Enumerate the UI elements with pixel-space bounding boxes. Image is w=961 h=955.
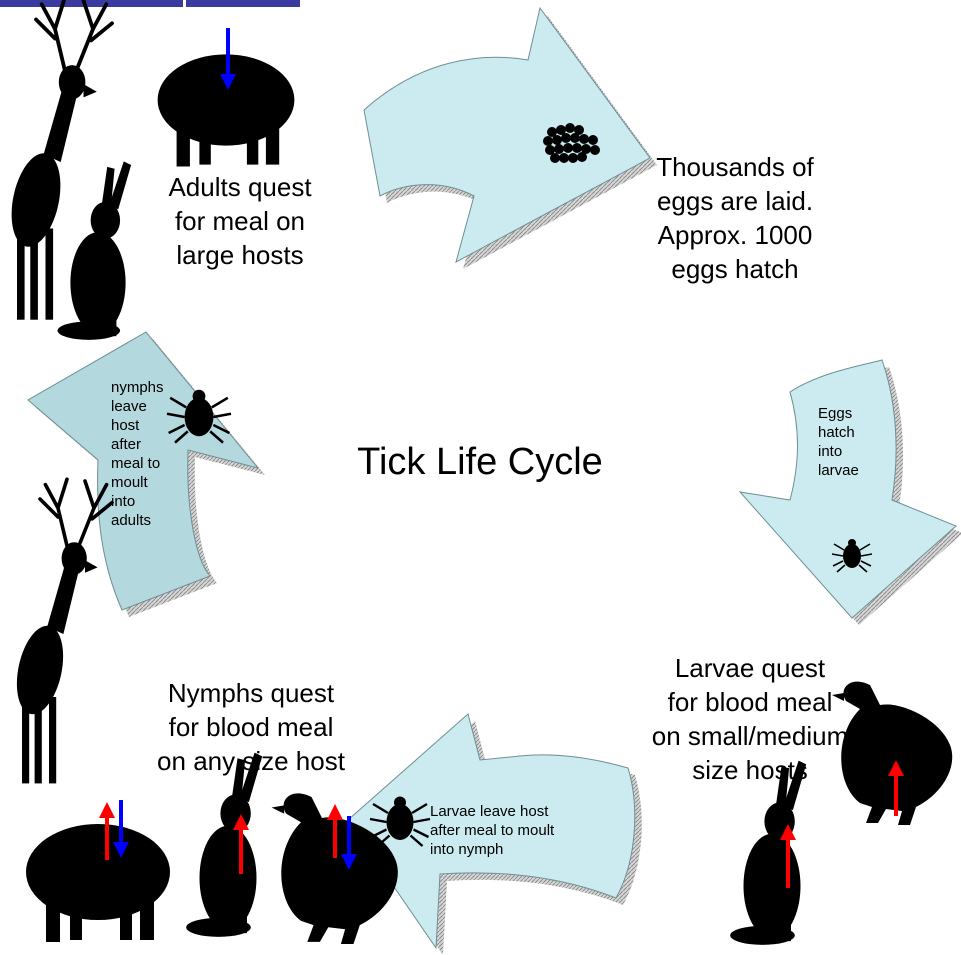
hare-bottom-icon	[186, 753, 262, 937]
hare-right-icon	[730, 761, 806, 945]
eggs-laid-label: Thousands of eggs are laid. Approx. 1000…	[630, 150, 840, 286]
sheep-bottom-icon	[26, 824, 170, 942]
nymphs-leave-label: nymphs leave host after meal to moult in…	[111, 378, 181, 530]
diagram-title: Tick Life Cycle	[300, 438, 660, 486]
adults-quest-label: Adults quest for meal on large hosts	[140, 170, 340, 272]
arrow-adults-to-eggs	[364, 8, 657, 269]
larvae-quest-label: Larvae quest for blood meal on small/med…	[630, 651, 870, 787]
deer-bottom-icon	[10, 479, 112, 783]
eggs-hatch-label: Eggs hatch into larvae	[818, 404, 866, 480]
hare-top-icon	[58, 161, 132, 339]
arrow-eggs-to-larvae	[740, 360, 961, 625]
nymphs-quest-label: Nymphs quest for blood meal on any size …	[126, 676, 376, 778]
larvae-leave-label: Larvae leave host after meal to moult in…	[430, 802, 610, 859]
